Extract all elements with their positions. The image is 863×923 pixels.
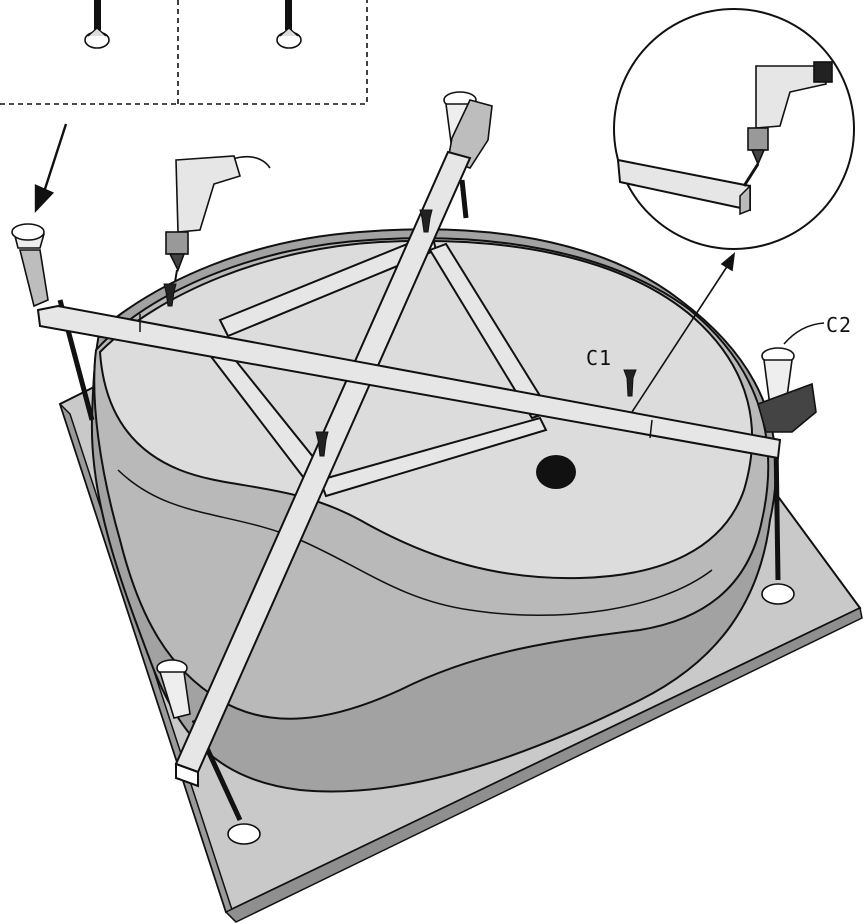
leg-right <box>757 347 817 605</box>
shell-inner-basin <box>98 239 754 580</box>
detail-pointer <box>631 252 736 413</box>
step-arrow <box>34 123 68 214</box>
label-c1: C1 <box>586 346 613 370</box>
previous-step-inset <box>0 0 368 105</box>
label-c2: C2 <box>826 313 853 337</box>
brace-bottom <box>318 416 548 498</box>
screw-top <box>419 209 433 233</box>
inset-leg-1 <box>84 0 110 49</box>
c2-leader <box>783 322 825 345</box>
inset-leg-2 <box>276 0 302 49</box>
support-frame <box>36 150 782 788</box>
leg-top <box>443 91 493 219</box>
drain-hole <box>536 455 576 489</box>
shell-wall-line <box>117 469 713 617</box>
main-beam-horizontal <box>36 304 782 460</box>
drill-icon <box>165 155 271 283</box>
leg-bottom-left <box>156 659 261 845</box>
screw-center <box>315 431 329 457</box>
screws <box>163 209 637 457</box>
detail-view <box>613 8 855 250</box>
legs <box>11 91 817 845</box>
screw-c1 <box>623 369 637 397</box>
detail-drill-icon <box>742 61 833 187</box>
screw-left <box>163 283 177 307</box>
